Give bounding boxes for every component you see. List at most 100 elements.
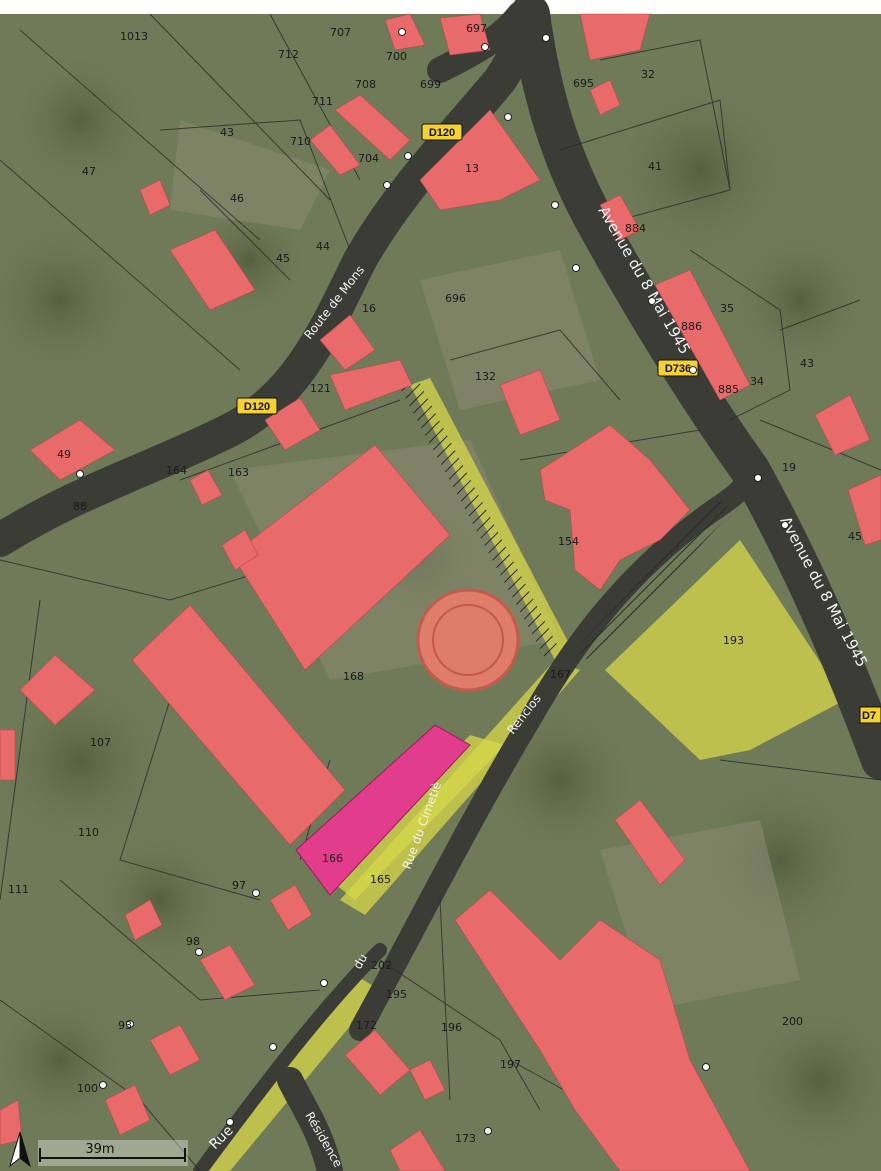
- building-884: [599, 194, 641, 241]
- parcel-label-p704: 704: [358, 152, 379, 165]
- parcel-label-p164: 164: [166, 464, 187, 477]
- parcel-label-p44: 44: [316, 240, 330, 253]
- building-long-shed: [131, 604, 346, 846]
- building-large-hall: [231, 444, 451, 671]
- building-172b: [409, 1059, 446, 1101]
- parcel-label-p132: 132: [475, 370, 496, 383]
- zone-193: [605, 540, 845, 760]
- building-697: [439, 13, 491, 56]
- road-badge-d120-left: D120: [236, 397, 278, 415]
- building-695b: [589, 79, 621, 116]
- building-154: [539, 424, 691, 591]
- building-97: [269, 884, 313, 931]
- parcel-label-p88: 88: [73, 500, 87, 513]
- parcel-label-p19: 19: [782, 461, 796, 474]
- parcel-label-p46: 46: [230, 192, 244, 205]
- scale-bar-label: 39m: [85, 1142, 114, 1157]
- building-132: [499, 369, 561, 436]
- building-45b: [847, 474, 881, 546]
- parcel-label-p886: 886: [681, 320, 702, 333]
- parcel-label-p111: 111: [8, 883, 29, 896]
- circular-structure: [416, 588, 520, 692]
- building-121: [329, 359, 413, 411]
- building-left-edge: [0, 729, 16, 781]
- parcel-label-p885: 885: [718, 383, 739, 396]
- road-badge-label: D7: [862, 710, 876, 722]
- building-93: [149, 1024, 201, 1076]
- zone-strip-165: [330, 735, 505, 900]
- building-100: [104, 1084, 151, 1136]
- parcel-label-p154: 154: [558, 535, 579, 548]
- road-rue-south: [193, 943, 387, 1171]
- parcel-label-p196: 196: [441, 1021, 462, 1034]
- parcel-label-p98: 98: [186, 935, 200, 948]
- building-13: [419, 109, 541, 211]
- parcel-label-p195: 195: [386, 988, 407, 1001]
- building-173: [389, 1129, 446, 1171]
- parcel-label-p711: 711: [312, 95, 333, 108]
- parcel-label-p166: 166: [322, 852, 343, 865]
- road-badge-d120-top: D120: [421, 123, 463, 141]
- parcel-label-p707: 707: [330, 26, 351, 39]
- road-badge-label: D120: [244, 401, 270, 413]
- parcel-label-p712: 712: [278, 48, 299, 61]
- building-98: [199, 944, 256, 1001]
- parcel-label-p110: 110: [78, 826, 99, 839]
- parcel-label-p173: 173: [455, 1132, 476, 1145]
- parcel-label-p695: 695: [573, 77, 594, 90]
- building-163: [264, 397, 321, 451]
- parcel-label-p172: 172: [356, 1019, 377, 1032]
- parcel-label-p45a: 45: [276, 252, 290, 265]
- building-164: [189, 469, 223, 506]
- parcel-label-p708: 708: [355, 78, 376, 91]
- scale-bar: 39m: [38, 1140, 188, 1166]
- building-annex: [221, 529, 259, 571]
- parcel-label-p884: 884: [625, 222, 646, 235]
- parcel-label-p197: 197: [500, 1058, 521, 1071]
- building-45a: [169, 229, 256, 311]
- north-arrow-icon: [9, 1131, 31, 1168]
- parcel-label-p700: 700: [386, 50, 407, 63]
- parcel-label-p697: 697: [466, 22, 487, 35]
- parcel-label-p100: 100: [77, 1082, 98, 1095]
- road-badge-label: D736: [665, 363, 691, 375]
- parcel-label-p43a: 43: [220, 126, 234, 139]
- parcel-label-p163: 163: [228, 466, 249, 479]
- building-49: [29, 419, 116, 481]
- road-badge-d736: D736: [657, 359, 699, 377]
- road-badge-label: D120: [429, 127, 455, 139]
- top-white-margin: [0, 0, 881, 14]
- road-d120: [0, 0, 547, 557]
- parcel-label-p200: 200: [782, 1015, 803, 1028]
- parcel-label-p168: 168: [343, 670, 364, 683]
- road-cimetiere: [277, 1067, 343, 1171]
- parcel-labels: 1013 712 707 700 697 708 699 695 32 711 …: [8, 22, 862, 1145]
- parcel-label-p13: 13: [465, 162, 479, 175]
- parcel-label-p97: 97: [232, 879, 246, 892]
- road-badge-d7-edge: D7: [859, 706, 881, 724]
- parcel-label-p699: 699: [420, 78, 441, 91]
- parcel-label-p193: 193: [723, 634, 744, 647]
- building-school-wing: [614, 799, 686, 886]
- building-107: [19, 654, 96, 726]
- building-46: [139, 179, 171, 216]
- parcel-label-p93: 93: [118, 1019, 132, 1032]
- parcel-label-p1013: 1013: [120, 30, 148, 43]
- parcel-label-p35: 35: [720, 302, 734, 315]
- hatched-strips: [400, 380, 732, 662]
- building-43b: [814, 394, 871, 456]
- street-du: du: [350, 951, 370, 971]
- building-166-highlight: [295, 724, 471, 896]
- parcel-label-p167: 167: [550, 668, 571, 681]
- parcel-label-p45b: 45: [848, 530, 862, 543]
- building-710: [309, 124, 361, 176]
- building-704: [334, 94, 411, 161]
- parcel-label-p121: 121: [310, 382, 331, 395]
- parcel-label-p202: 202: [371, 959, 392, 972]
- parcel-label-p696: 696: [445, 292, 466, 305]
- building-695: [579, 13, 651, 61]
- building-110: [124, 899, 163, 941]
- parcel-label-p34: 34: [750, 375, 764, 388]
- parcel-label-p165: 165: [370, 873, 391, 886]
